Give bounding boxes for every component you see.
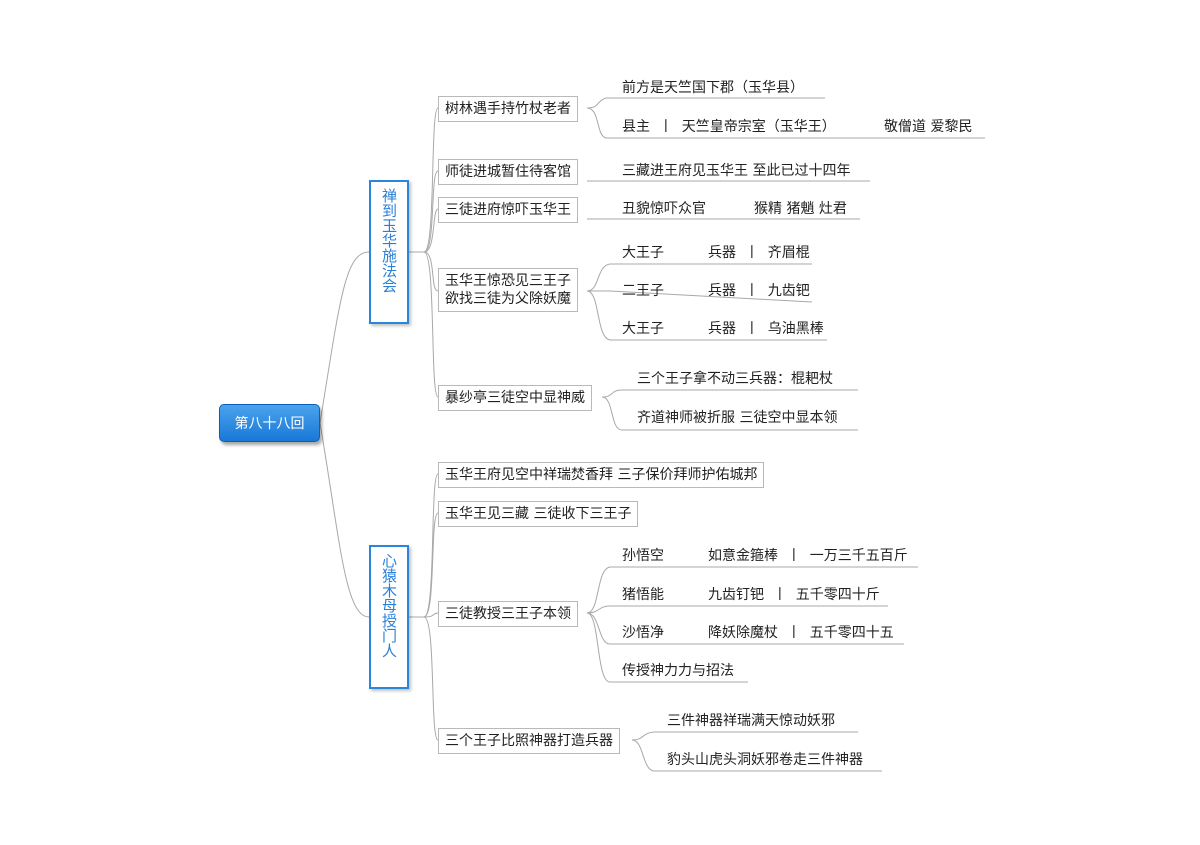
leaf-s1-4-1-weapon[interactable]: 兵器 丨 齐眉棍 bbox=[708, 245, 810, 261]
topic-s1-1[interactable]: 树林遇手持竹杖老者 bbox=[438, 96, 578, 122]
leaf-s2-3-3-weapon[interactable]: 降妖除魔杖 丨 五千零四十五 bbox=[708, 625, 894, 641]
leaf-s1-5-1[interactable]: 三个王子拿不动三兵器：棍耙杖 bbox=[637, 371, 833, 387]
leaf-s1-4-3-name[interactable]: 大王子 bbox=[622, 321, 664, 337]
topic-s1-4-line2: 欲找三徒为父除妖魔 bbox=[445, 291, 571, 307]
branch-2-title: 心猿木母授门人 bbox=[380, 553, 398, 658]
leaf-s1-3-1[interactable]: 丑貌惊吓众官 bbox=[622, 201, 706, 217]
topic-s1-2[interactable]: 师徒进城暂住待客馆 bbox=[438, 159, 578, 185]
topic-s1-4-line1: 玉华王惊恐见三王子 bbox=[445, 273, 571, 289]
leaf-s1-4-2-name[interactable]: 二王子 bbox=[622, 283, 664, 299]
leaf-s2-3-2-name[interactable]: 猪悟能 bbox=[622, 587, 664, 603]
leaf-s1-4-3-weapon[interactable]: 兵器 丨 乌油黑棒 bbox=[708, 321, 824, 337]
branch-node-1[interactable]: 禅到玉华施法会 bbox=[369, 180, 409, 324]
topic-s1-4[interactable]: 玉华王惊恐见三王子 欲找三徒为父除妖魔 bbox=[438, 268, 578, 312]
leaf-s2-3-1-weapon[interactable]: 如意金箍棒 丨 一万三千五百斤 bbox=[708, 548, 908, 564]
leaf-s1-4-2-weapon[interactable]: 兵器 丨 九齿钯 bbox=[708, 283, 810, 299]
leaf-s1-3-1b[interactable]: 猴精 猪魈 灶君 bbox=[754, 201, 847, 217]
leaf-s1-1-2[interactable]: 县主 丨 天竺皇帝宗室（玉华王） bbox=[622, 119, 836, 135]
topic-s1-5[interactable]: 暴纱亭三徒空中显神威 bbox=[438, 385, 592, 411]
topic-s2-2[interactable]: 玉华王见三藏 三徒收下三王子 bbox=[438, 501, 639, 527]
branch-node-2[interactable]: 心猿木母授门人 bbox=[369, 545, 409, 689]
root-node[interactable]: 第八十八回 bbox=[219, 404, 320, 442]
leaf-s1-1-1[interactable]: 前方是天竺国下郡（玉华县） bbox=[622, 80, 804, 96]
leaf-s1-1-2b[interactable]: 敬僧道 爱黎民 bbox=[884, 119, 973, 135]
leaf-s1-2-1[interactable]: 三藏进王府见玉华王 至此已过十四年 bbox=[622, 163, 851, 179]
leaf-s2-3-4[interactable]: 传授神力力与招法 bbox=[622, 663, 734, 679]
leaf-s2-4-2[interactable]: 豹头山虎头洞妖邪卷走三件神器 bbox=[667, 752, 863, 768]
leaf-s2-3-3-name[interactable]: 沙悟净 bbox=[622, 625, 664, 641]
branch-1-title: 禅到玉华施法会 bbox=[380, 188, 398, 293]
leaf-s1-4-1-name[interactable]: 大王子 bbox=[622, 245, 664, 261]
leaf-s2-3-2-weapon[interactable]: 九齿钉钯 丨 五千零四十斤 bbox=[708, 587, 880, 603]
leaf-s1-5-2[interactable]: 齐道神师被折服 三徒空中显本领 bbox=[637, 410, 838, 426]
topic-s2-1[interactable]: 玉华王府见空中祥瑞焚香拜 三子保价拜师护佑城邦 bbox=[438, 462, 765, 488]
topic-s2-4[interactable]: 三个王子比照神器打造兵器 bbox=[438, 728, 620, 754]
topic-s1-3[interactable]: 三徒进府惊吓玉华王 bbox=[438, 197, 578, 223]
topic-s2-3[interactable]: 三徒教授三王子本领 bbox=[438, 601, 578, 627]
leaf-s2-3-1-name[interactable]: 孙悟空 bbox=[622, 548, 664, 564]
leaf-s2-4-1[interactable]: 三件神器祥瑞满天惊动妖邪 bbox=[667, 713, 835, 729]
